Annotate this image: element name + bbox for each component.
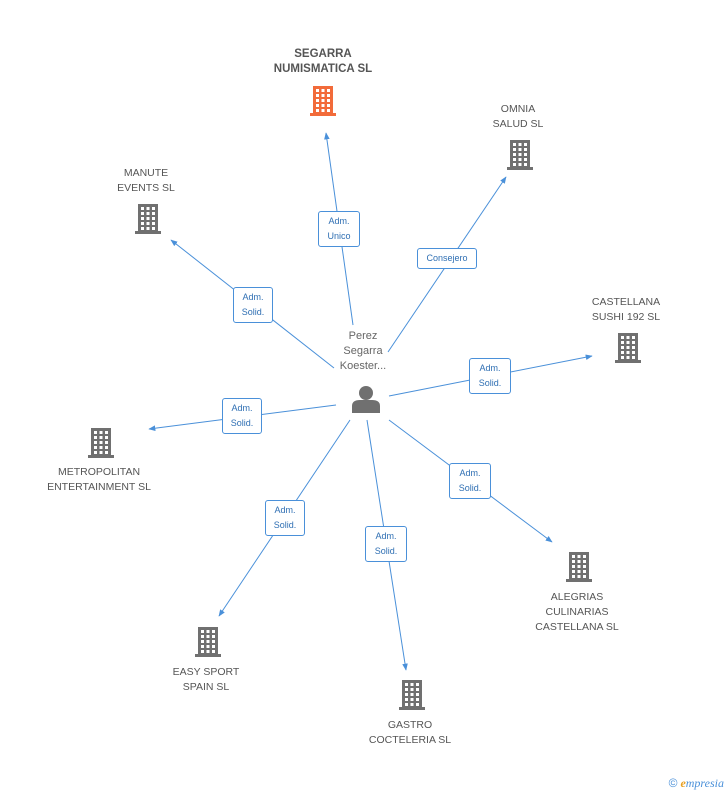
copyright-symbol: © (668, 776, 678, 790)
company-label-line: COCTELERIA SL (368, 734, 452, 746)
brand-initial: e (680, 776, 686, 790)
edge-label-line: Adm. (328, 216, 350, 226)
brand-name: mpresia (685, 776, 724, 790)
center-label-line: Segarra (343, 345, 383, 357)
company-label-manute[interactable]: MANUTE EVENTS SL (76, 166, 216, 196)
building-icon[interactable] (135, 204, 161, 234)
edge-label-line: Solid. (374, 546, 398, 556)
icons-layer (88, 86, 641, 710)
company-label-line: OMNIA (500, 103, 536, 115)
company-label-line: CASTELLANA (591, 296, 661, 308)
company-label-line: MANUTE (123, 167, 169, 179)
edge-label-easy[interactable]: Adm. Solid. (265, 500, 305, 536)
company-label-line: SEGARRA (294, 48, 352, 60)
person-icon[interactable] (352, 386, 380, 413)
company-label-castellana[interactable]: CASTELLANA SUSHI 192 SL (556, 295, 696, 325)
building-icon[interactable] (88, 428, 114, 458)
building-icon[interactable] (195, 627, 221, 657)
edge-label-line: Solid. (230, 418, 254, 428)
company-label-line: EVENTS SL (117, 182, 175, 194)
company-label-line: NUMISMATICA SL (273, 63, 373, 75)
edge-label-line: Adm. (274, 505, 296, 515)
edge-label-line: Adm. (459, 468, 481, 478)
building-icon[interactable] (399, 680, 425, 710)
edge-label-line: Solid. (241, 307, 265, 317)
edge-label-metropolitan[interactable]: Adm. Solid. (222, 398, 262, 434)
edge-label-line: Adm. (479, 363, 501, 373)
edge-label-castellana[interactable]: Adm. Solid. (469, 358, 511, 394)
empresia-logo: ©empresia (669, 776, 724, 791)
edge-label-line: Solid. (458, 483, 482, 493)
edge-label-line: Consejero (426, 252, 468, 263)
edge-label-line: Solid. (478, 378, 502, 388)
company-label-line: SUSHI 192 SL (591, 311, 661, 323)
company-label-line: EASY SPORT (172, 666, 240, 678)
edge-label-manute[interactable]: Adm. Solid. (233, 287, 273, 323)
edge-label-segarra[interactable]: Adm. Unico (318, 211, 360, 247)
edge-label-line: Unico (327, 231, 351, 241)
building-icon[interactable] (615, 333, 641, 363)
company-label-line: SPAIN SL (182, 681, 230, 693)
company-label-alegrias[interactable]: ALEGRIAS CULINARIAS CASTELLANA SL (507, 590, 647, 635)
center-label-line: Koester... (339, 360, 387, 372)
center-person-label[interactable]: Perez Segarra Koester... (318, 329, 408, 374)
center-label-line: Perez (348, 330, 378, 342)
edge-label-line: Solid. (273, 520, 297, 530)
company-label-gastro[interactable]: GASTRO COCTELERIA SL (340, 718, 480, 748)
company-label-line: GASTRO (387, 719, 433, 731)
edge-label-alegrias[interactable]: Adm. Solid. (449, 463, 491, 499)
edge-label-omnia[interactable]: Consejero (417, 247, 477, 269)
edge-label-line: Adm. (242, 292, 264, 302)
edge-label-line: Adm. (231, 403, 253, 413)
company-label-line: ENTERTAINMENT SL (47, 481, 151, 493)
building-icon[interactable] (507, 140, 533, 170)
company-label-line: METROPOLITAN (57, 466, 141, 478)
company-label-line: SALUD SL (492, 118, 544, 130)
company-label-line: CASTELLANA SL (535, 621, 619, 633)
company-label-segarra[interactable]: SEGARRA NUMISMATICA SL (253, 47, 393, 77)
company-label-line: ALEGRIAS (550, 591, 604, 603)
building-icon[interactable] (566, 552, 592, 582)
company-label-easy[interactable]: EASY SPORT SPAIN SL (136, 665, 276, 695)
company-label-omnia[interactable]: OMNIA SALUD SL (448, 102, 588, 132)
edge-label-gastro[interactable]: Adm. Solid. (365, 526, 407, 562)
company-label-line: CULINARIAS (545, 606, 609, 618)
edge-label-line: Adm. (375, 531, 397, 541)
company-label-metropolitan[interactable]: METROPOLITAN ENTERTAINMENT SL (29, 465, 169, 495)
building-icon[interactable] (310, 86, 336, 116)
